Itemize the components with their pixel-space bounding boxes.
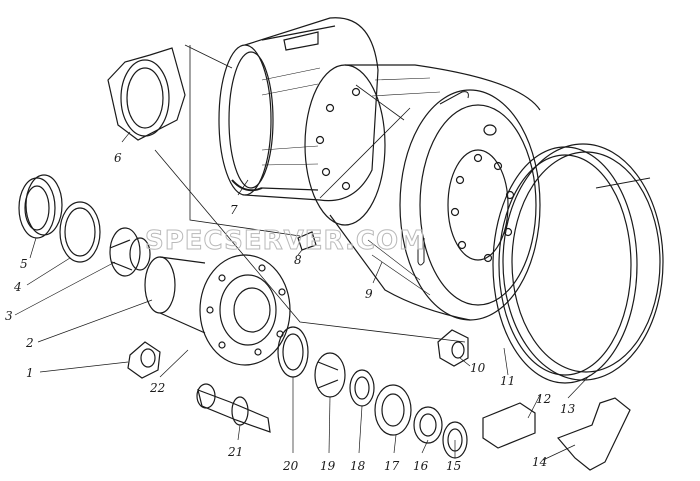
part-label-13: 13	[560, 402, 576, 416]
part-label-21: 21	[227, 445, 243, 459]
oil-seal	[18, 174, 63, 239]
part-label-12: 12	[536, 392, 551, 406]
wheel-nut-right	[437, 329, 469, 367]
part-label-10: 10	[470, 361, 486, 375]
wheel-nut-left	[127, 341, 161, 379]
valve-block	[482, 402, 536, 449]
part-label-2: 2	[25, 336, 34, 350]
part-labels: 1 2 3 4 5 6 7 8 9 10 11 12 13 14 15 16 1…	[5, 151, 576, 473]
seal-plate	[107, 47, 186, 141]
bearing-cup-outer	[277, 326, 309, 378]
part-label-7: 7	[230, 203, 238, 217]
thrust-bearing	[374, 384, 412, 436]
part-label-20: 20	[282, 459, 299, 473]
part-label-17: 17	[384, 459, 400, 473]
bearing-cup	[59, 201, 101, 263]
part-label-6: 6	[114, 151, 122, 165]
hub	[144, 254, 291, 366]
assembly-lines	[154, 44, 466, 343]
part-label-18: 18	[350, 459, 366, 473]
side-ring	[492, 146, 638, 384]
washer	[349, 369, 375, 407]
watermark-text: SPECSERVER.COM	[145, 226, 426, 256]
wheel-rim	[304, 64, 541, 321]
stud	[297, 231, 317, 251]
roller-bearing	[109, 227, 151, 277]
part-label-16: 16	[413, 459, 429, 473]
part-label-5: 5	[20, 257, 28, 271]
lock-washer	[413, 406, 443, 444]
outer-bearing	[314, 352, 346, 398]
part-label-15: 15	[446, 459, 461, 473]
part-label-9: 9	[365, 287, 373, 301]
wheel-bolt	[196, 383, 271, 433]
leader-lines	[14, 131, 591, 461]
part-label-3: 3	[5, 309, 13, 323]
part-label-8: 8	[294, 253, 302, 267]
part-label-19: 19	[320, 459, 336, 473]
part-label-14: 14	[532, 455, 547, 469]
lock-ring	[502, 143, 664, 381]
part-label-22: 22	[149, 381, 165, 395]
brake-drum	[218, 17, 379, 202]
part-label-1: 1	[26, 366, 34, 380]
rim-clamp	[556, 397, 631, 471]
part-label-11: 11	[500, 374, 515, 388]
part-label-4: 4	[13, 280, 22, 294]
